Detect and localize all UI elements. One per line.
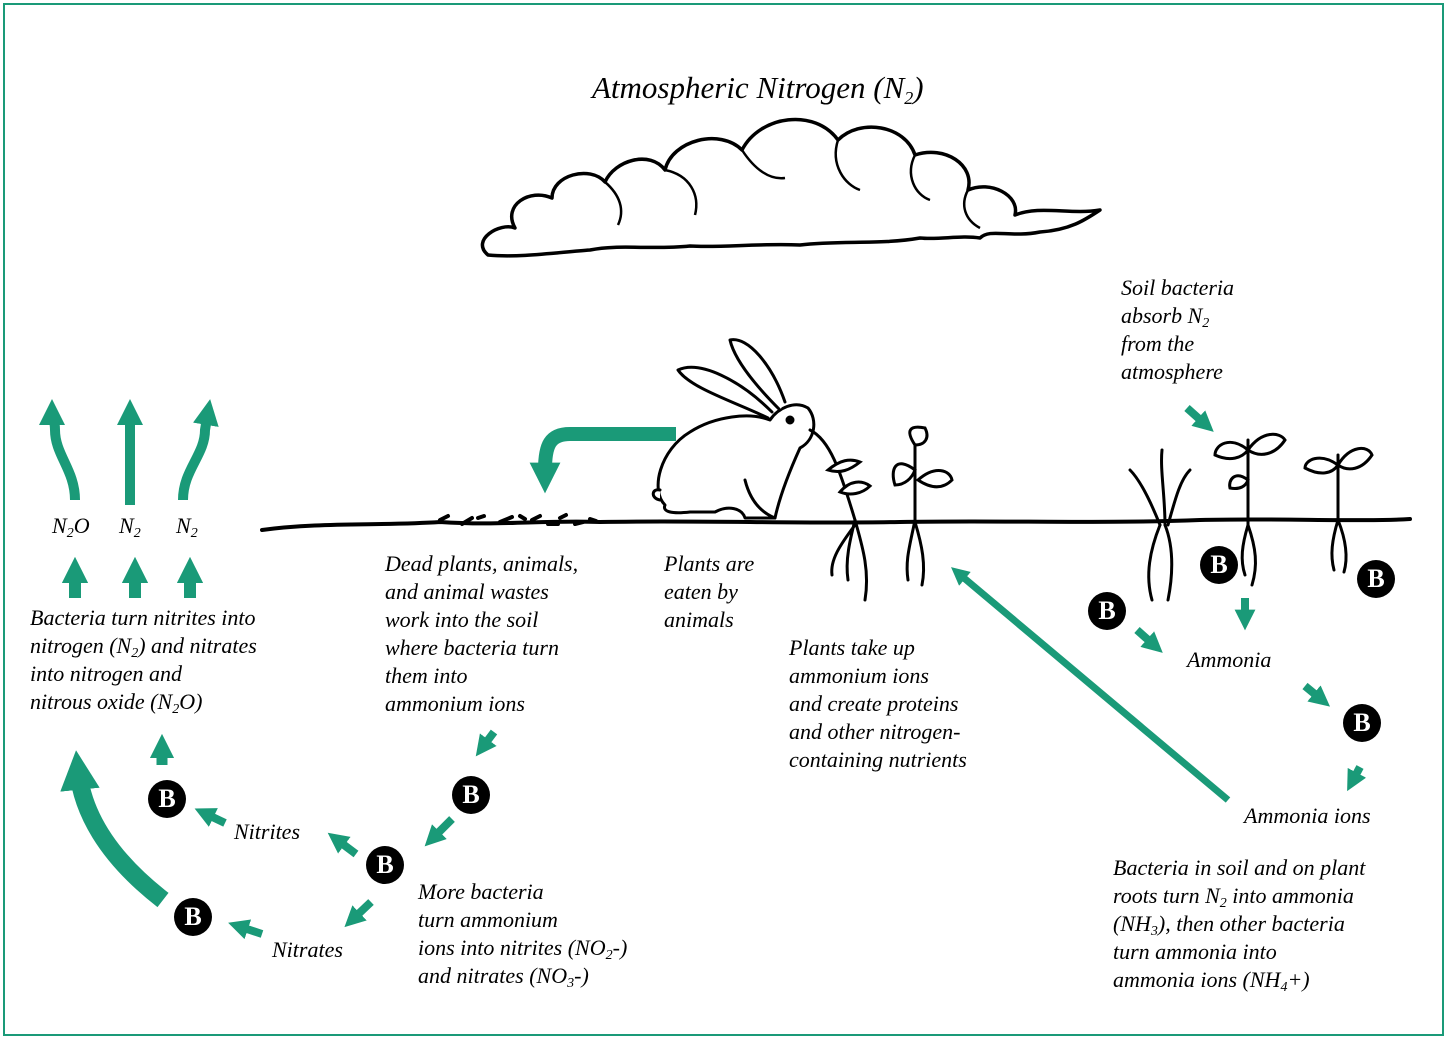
arrow-ammonia-to-b <box>1302 682 1331 707</box>
plant-right-illustration <box>1128 432 1374 602</box>
arrow-b-up-curve <box>60 750 169 908</box>
arrow-to-ammonia-left <box>1134 627 1163 653</box>
diagram-frame <box>3 3 1444 1036</box>
plant-eaten-illustration <box>808 428 873 602</box>
bacteria-badge-decomposition: B <box>452 776 490 814</box>
arrow-ammonia-ions-to-plants <box>951 567 1231 803</box>
label-plant-uptake: Plants take up ammonium ions and create … <box>789 635 967 772</box>
label-nitrification: More bacteria turn ammonium ions into ni… <box>418 879 628 991</box>
label-n2o: N2O <box>52 513 90 541</box>
label-nitrogen-fixation: Bacteria in soil and on plant roots turn… <box>1113 855 1366 995</box>
arrows-up-to-gases <box>61 556 204 598</box>
bacteria-badge-nitrification: B <box>366 846 404 884</box>
diagram-title: Atmospheric Nitrogen (N2) <box>592 70 924 108</box>
bacteria-badge-plant-root: B <box>1200 546 1238 584</box>
bacteria-badge-denitrify-lower: B <box>174 898 212 936</box>
arrow-nitrites-to-b <box>194 808 227 827</box>
arrow-b-to-ammonia-ions <box>1347 765 1367 792</box>
label-n2-mid: N2 <box>119 513 141 541</box>
ground-line <box>260 513 1412 532</box>
cloud-illustration <box>480 117 1102 258</box>
plant-middle-illustration <box>891 425 954 587</box>
label-ammonia: Ammonia <box>1187 647 1272 672</box>
bacteria-badge-ammonia: B <box>1343 704 1381 742</box>
label-ammonia-ions: Ammonia ions <box>1244 803 1371 828</box>
arrow-decomposition-to-b <box>475 729 498 757</box>
arrow-n2-right-escape <box>178 399 219 501</box>
label-soil-bacteria: Soil bacteria absorb N2 from the atmosph… <box>1121 275 1235 384</box>
bacteria-badge-denitrify-upper: B <box>148 780 186 818</box>
arrow-n2o-escape <box>39 399 80 501</box>
arrow-b-center-to-nitrates <box>344 899 374 928</box>
bacteria-badge-far-right: B <box>1357 560 1395 598</box>
arrow-rabbit-to-soil <box>529 427 676 494</box>
arrow-b-center-to-nitrites <box>327 832 359 858</box>
bacteria-badge-soil: B <box>1088 592 1126 630</box>
arrow-soil-bacteria-absorb <box>1184 405 1214 432</box>
label-plants-eaten: Plants are eaten by animals <box>664 551 755 632</box>
arrow-nitrates-to-b <box>228 919 264 940</box>
label-nitrates: Nitrates <box>272 937 343 962</box>
label-nitrites: Nitrites <box>234 819 301 844</box>
label-decomposition: Dead plants, animals, and animal wastes … <box>385 551 579 716</box>
label-denitrification: Bacteria turn nitrites into nitrogen (N2… <box>30 605 257 717</box>
label-n2-right: N2 <box>176 513 198 541</box>
arrow-b-to-b-center <box>424 816 455 847</box>
rabbit-illustration <box>651 338 816 520</box>
